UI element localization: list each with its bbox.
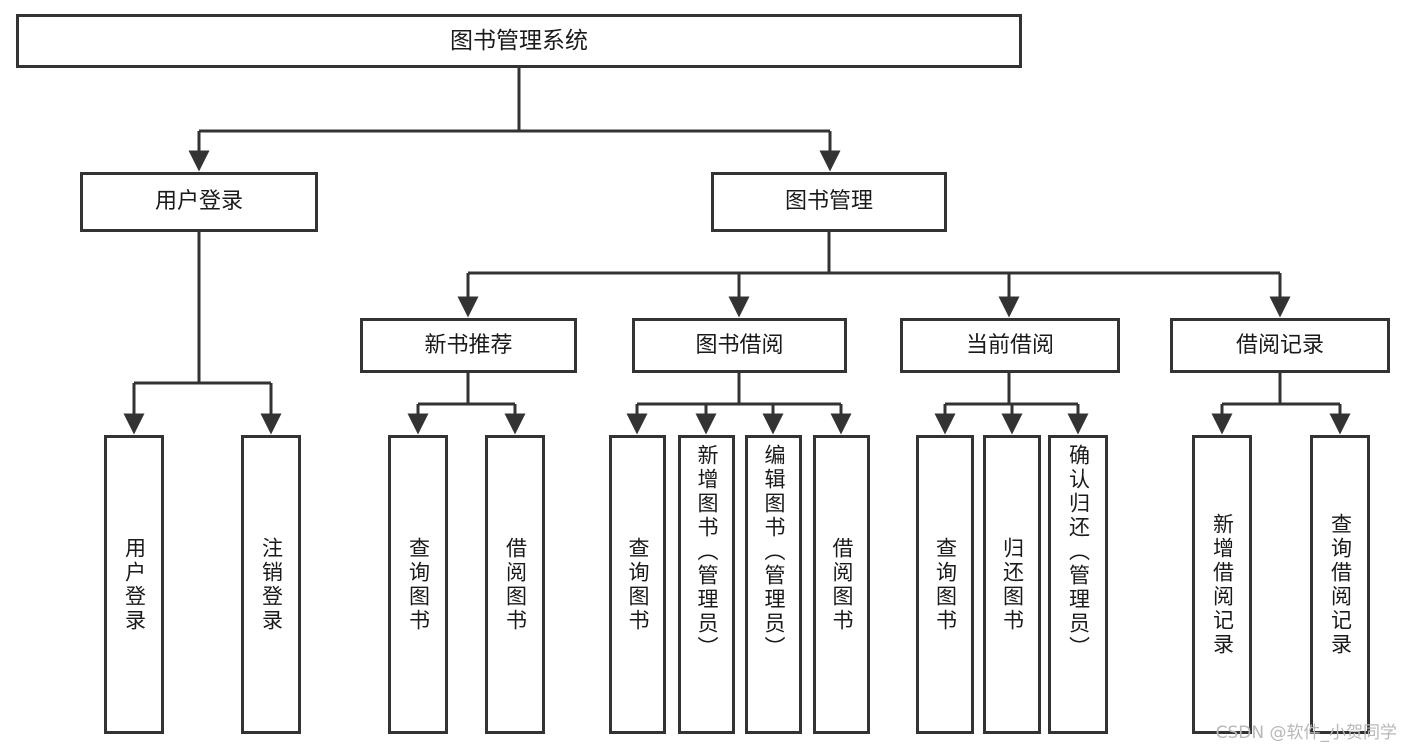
node-new-book-recommend[interactable]: 新书推荐 bbox=[360, 318, 577, 373]
node-label-current-borrow: 当前借阅 bbox=[965, 332, 1054, 358]
leaf-label-return-book: 归还图书 bbox=[1000, 536, 1025, 633]
node-book-borrow[interactable]: 图书借阅 bbox=[632, 318, 847, 373]
leaf-label-query-book-3: 查询图书 bbox=[933, 536, 958, 633]
node-label-root: 图书管理系统 bbox=[450, 27, 588, 54]
leaf-add-borrow-record[interactable]: 新增借阅记录 bbox=[1192, 435, 1252, 734]
node-book-management-system[interactable]: 图书管理系统 bbox=[16, 14, 1022, 68]
node-book-manage[interactable]: 图书管理 bbox=[711, 172, 947, 232]
leaf-label-edit-book: 编辑图书（管理员） bbox=[762, 444, 786, 660]
leaf-label-borrow-book-2: 借阅图书 bbox=[830, 536, 854, 633]
node-borrow-record[interactable]: 借阅记录 bbox=[1170, 318, 1390, 373]
leaf-query-borrow-record[interactable]: 查询借阅记录 bbox=[1310, 435, 1370, 734]
leaf-add-book[interactable]: 新增图书（管理员） bbox=[678, 435, 735, 734]
leaf-label-user-login: 用户登录 bbox=[122, 536, 147, 633]
leaf-label-query-book-2: 查询图书 bbox=[626, 536, 650, 633]
node-current-borrow[interactable]: 当前借阅 bbox=[900, 318, 1120, 373]
leaf-label-borrow-book-1: 借阅图书 bbox=[503, 536, 528, 633]
leaf-query-book-recommend[interactable]: 查询图书 bbox=[388, 435, 448, 734]
node-label-book-manage: 图书管理 bbox=[784, 189, 873, 215]
leaf-query-book-current[interactable]: 查询图书 bbox=[916, 435, 974, 734]
leaf-logout[interactable]: 注销登录 bbox=[241, 435, 301, 734]
leaf-borrow-book[interactable]: 借阅图书 bbox=[813, 435, 870, 734]
leaf-label-add-record: 新增借阅记录 bbox=[1210, 512, 1235, 657]
leaf-confirm-return[interactable]: 确认归还（管理员） bbox=[1048, 435, 1108, 734]
node-label-user-login: 用户登录 bbox=[154, 189, 243, 215]
node-label-new-book-recommend: 新书推荐 bbox=[424, 332, 513, 358]
leaf-label-confirm-return: 确认归还（管理员） bbox=[1066, 444, 1091, 660]
leaf-label-query-book-1: 查询图书 bbox=[406, 536, 431, 633]
leaf-label-logout: 注销登录 bbox=[259, 536, 284, 633]
leaf-label-query-record: 查询借阅记录 bbox=[1328, 512, 1353, 657]
leaf-query-book-borrow[interactable]: 查询图书 bbox=[609, 435, 666, 734]
leaf-borrow-book-recommend[interactable]: 借阅图书 bbox=[485, 435, 545, 734]
leaf-user-login[interactable]: 用户登录 bbox=[104, 435, 164, 734]
node-label-borrow-record: 借阅记录 bbox=[1235, 332, 1324, 358]
leaf-return-book[interactable]: 归还图书 bbox=[983, 435, 1041, 734]
leaf-edit-book[interactable]: 编辑图书（管理员） bbox=[745, 435, 802, 734]
node-label-book-borrow: 图书借阅 bbox=[695, 332, 784, 358]
leaf-label-add-book: 新增图书（管理员） bbox=[695, 444, 719, 660]
node-user-login[interactable]: 用户登录 bbox=[80, 172, 318, 232]
watermark-text: CSDN @软件_小贺同学 bbox=[1215, 723, 1397, 743]
